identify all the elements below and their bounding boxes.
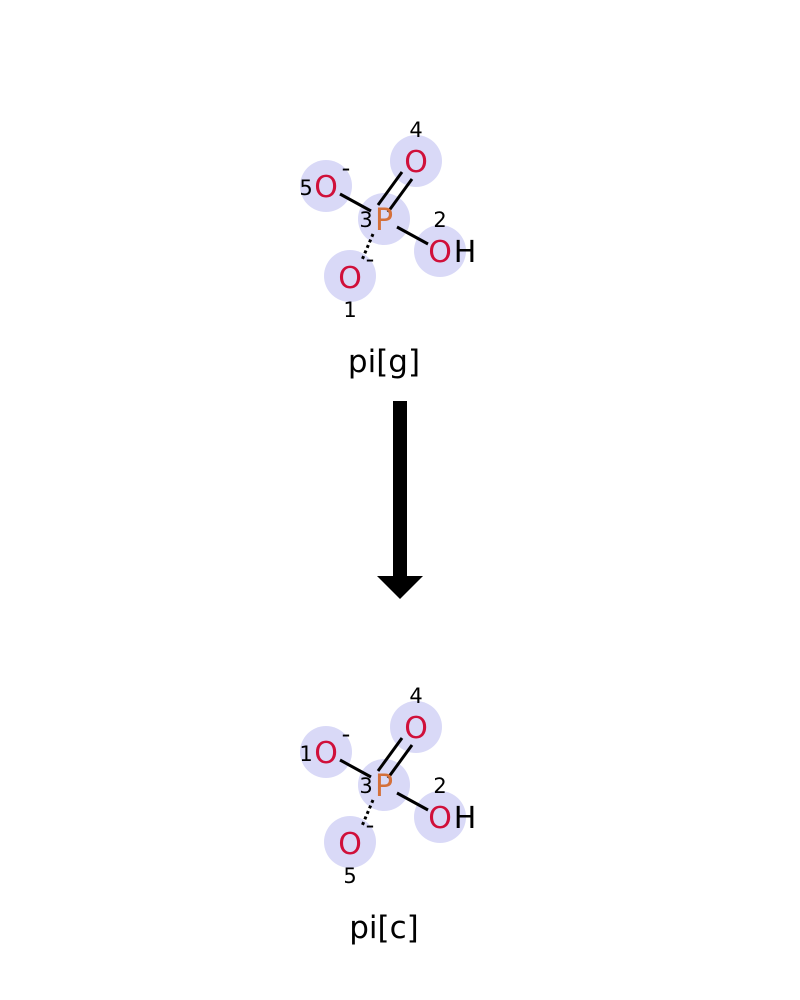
atom-o1: O xyxy=(314,736,338,771)
atom-o1: O xyxy=(338,261,362,296)
atom-index-1: 1 xyxy=(343,298,356,322)
double-bond-line-a xyxy=(376,737,404,772)
double-bond-line-b xyxy=(386,744,414,779)
atom-o5: O xyxy=(314,170,338,205)
bond-p-o5 xyxy=(339,192,372,213)
arrow-head xyxy=(377,576,423,599)
reaction-arrow xyxy=(377,401,423,599)
bond-p-o1 xyxy=(339,758,372,779)
atom-p3: P xyxy=(375,203,393,238)
atom-o5: O xyxy=(338,827,362,862)
highlight-o5 xyxy=(300,160,352,212)
atom-o2: O xyxy=(428,235,452,270)
highlight-p3 xyxy=(358,759,410,811)
highlight-o4 xyxy=(390,701,442,753)
double-bond-line-b xyxy=(386,178,414,213)
atom-p3: P xyxy=(375,769,393,804)
bond-p-o5 xyxy=(360,799,375,827)
highlight-o1 xyxy=(300,726,352,778)
highlight-o2 xyxy=(414,225,466,277)
product-molecule: O 4 O 1 - P 3 O H 2 O 5 - xyxy=(299,684,476,888)
product-name: pi[c] xyxy=(349,910,419,946)
atom-index-2: 2 xyxy=(433,774,446,798)
atom-h2: H xyxy=(454,801,477,836)
atom-index-4: 4 xyxy=(409,118,422,142)
atom-index-5: 5 xyxy=(299,176,312,200)
highlight-o4 xyxy=(390,135,442,187)
highlight-o5 xyxy=(324,816,376,868)
highlight-o2 xyxy=(414,791,466,843)
atom-index-2: 2 xyxy=(433,208,446,232)
double-bond-line-a xyxy=(376,171,404,206)
arrow-shaft xyxy=(393,401,407,578)
atom-o4: O xyxy=(404,145,428,180)
charge-o1: - xyxy=(366,245,375,273)
atom-o2: O xyxy=(428,801,452,836)
highlight-p3 xyxy=(358,193,410,245)
bond-p-o1 xyxy=(360,233,375,261)
bond-p-o2 xyxy=(396,225,429,246)
atom-o4: O xyxy=(404,711,428,746)
atom-index-4: 4 xyxy=(409,684,422,708)
atom-h2: H xyxy=(454,235,477,270)
reactant-name: pi[g] xyxy=(348,344,420,380)
charge-o1: - xyxy=(342,720,351,748)
atom-index-3: 3 xyxy=(359,774,372,798)
charge-o5: - xyxy=(342,154,351,182)
highlight-o1 xyxy=(324,250,376,302)
atom-index-1: 1 xyxy=(299,742,312,766)
atom-index-3: 3 xyxy=(359,208,372,232)
atom-index-5: 5 xyxy=(343,864,356,888)
bond-p-o2 xyxy=(396,791,429,812)
reactant-molecule: O 4 O 5 - P 3 O H 2 O 1 - xyxy=(299,118,476,322)
charge-o5: - xyxy=(366,811,375,839)
